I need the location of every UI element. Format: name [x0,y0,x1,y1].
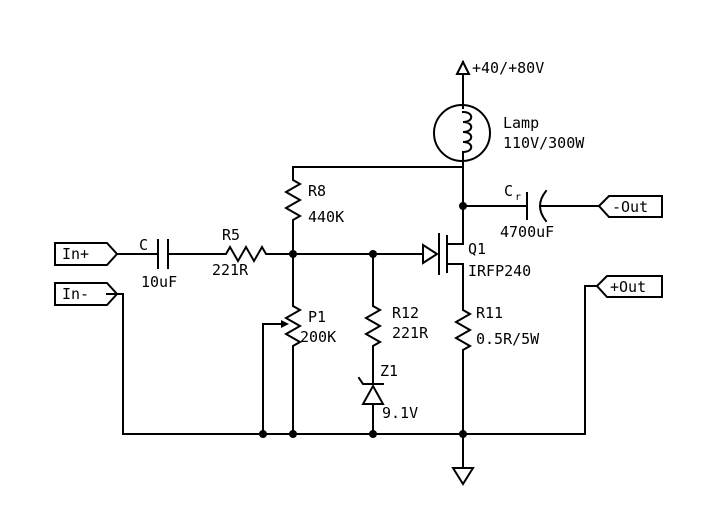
junction-dot [369,430,377,438]
p1-value: 200K [300,328,336,346]
resistor-r12: R12 221R [363,253,429,385]
junction-dot [459,202,467,210]
cr-subscript: r [515,192,521,203]
out-plus-wire [584,285,598,435]
capacitor-c-input: C 10uF [139,236,177,291]
out-minus-terminal: -Out [597,195,663,218]
r8-name: R8 [308,182,326,200]
lamp-rating: 110V/300W [503,134,585,152]
resistor-r8: R8 440K [283,166,344,255]
lamp-name: Lamp [503,114,539,132]
lamp-symbol: Lamp 110V/300W [433,104,585,162]
r5-value: 221R [212,261,249,279]
z1-value: 9.1V [382,404,418,422]
c-input-name: C [139,236,148,254]
q1-part: IRFP240 [468,262,531,280]
r12-value: 221R [392,324,429,342]
r11-value: 0.5R/5W [476,330,540,348]
capacitor-cr-output: C r 4700uF [500,182,554,241]
cr-name: C [504,182,513,200]
r8-value: 440K [308,208,344,226]
z1-name: Z1 [380,362,398,380]
r11-name: R11 [476,304,503,322]
ground-symbol [451,433,475,486]
zener-diode-z1: Z1 9.1V [357,362,418,435]
potentiometer-p1: P1 200K [262,253,336,435]
supply-terminal: +40/+80V [455,59,544,109]
q1-name: Q1 [468,240,486,258]
c-input-value: 10uF [141,273,177,291]
junction-dot [289,430,297,438]
p1-name: P1 [308,308,326,326]
resistor-r11: R11 0.5R/5W [453,304,540,435]
junction-dot [259,430,267,438]
cr-value: 4700uF [500,223,554,241]
r12-name: R12 [392,304,419,322]
out-minus-label: -Out [612,198,648,216]
in-plus-terminal: In+ [54,242,119,266]
out-plus-terminal: +Out [595,275,663,298]
mosfet-q1: Q1 IRFP240 [422,233,531,280]
resistor-r5: R5 221R [212,226,294,279]
in-minus-terminal: In- [54,282,119,306]
out-plus-label: +Out [610,278,646,296]
ground-rail-wire [106,293,586,435]
in-plus-label: In+ [62,245,89,263]
supply-label: +40/+80V [472,59,544,77]
r5-name: R5 [222,226,240,244]
in-minus-label: In- [62,285,89,303]
